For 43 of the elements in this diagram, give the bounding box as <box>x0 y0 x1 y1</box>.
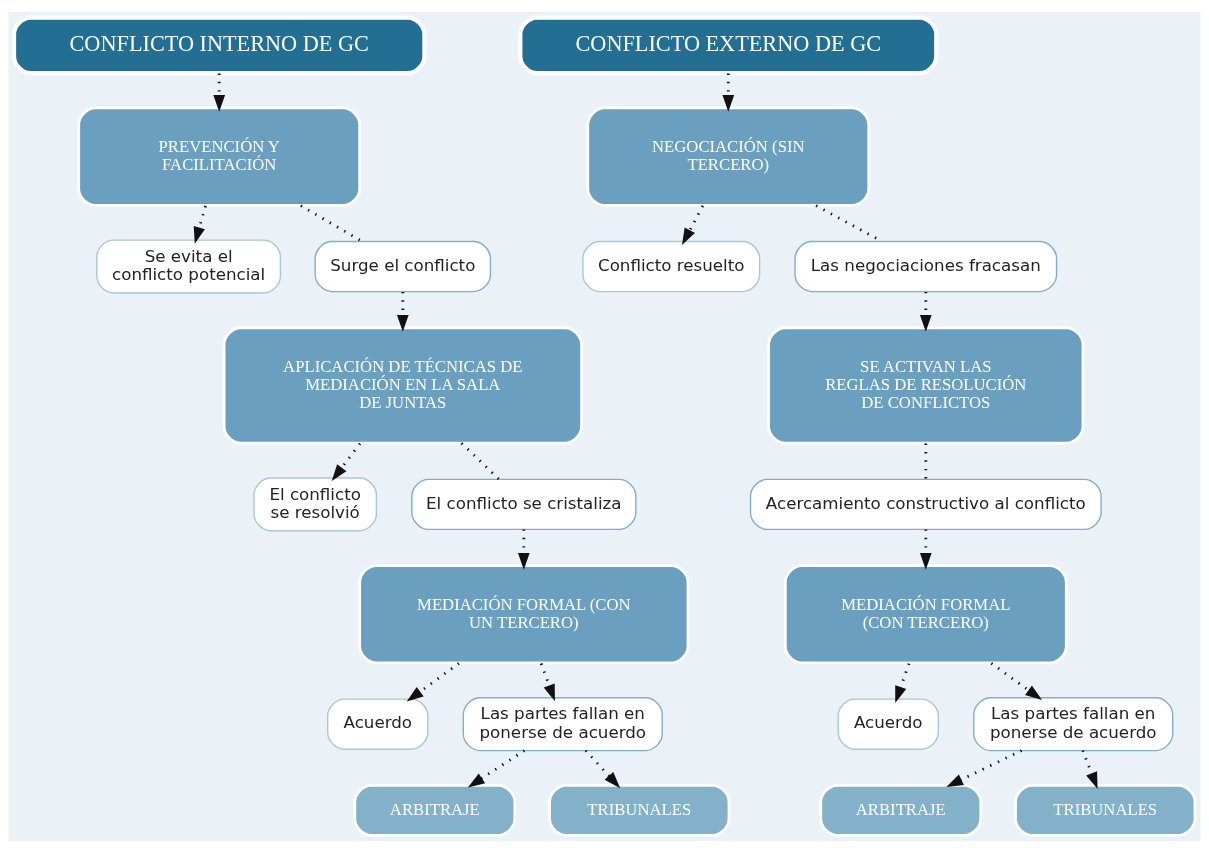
arrow <box>990 661 1043 700</box>
node-box: Las negociaciones fracasan <box>794 240 1058 292</box>
node-box: El conflicto se cristaliza <box>411 478 637 530</box>
node-box: SE ACTIVAN LAS REGLAS DE RESOLUCIÓN DE CONFLICTOS <box>767 325 1085 445</box>
node-box: Las partes fallan en ponerse de acuerdo <box>973 696 1174 751</box>
node-box: PREVENCIÓN Y FACILITACIÓN <box>77 106 362 207</box>
node-box: CONFLICTO INTERNO DE GC <box>11 14 427 75</box>
arrow <box>919 291 932 332</box>
arrow <box>193 205 207 244</box>
node-box: ARBITRAJE <box>819 783 983 837</box>
node-box: NEGOCIACIÓN (SIN TERCERO) <box>586 106 871 207</box>
node-box: MEDIACIÓN FORMAL (CON UN TERCERO) <box>358 563 690 664</box>
node-box: Se evita el conflicto potencial <box>96 238 282 294</box>
node-box: Conflicto resuelto <box>582 240 761 292</box>
node-box: Acuerdo <box>837 697 940 750</box>
arrow <box>406 661 460 702</box>
node-box: ARBITRAJE <box>353 783 517 837</box>
node-box: TRIBUNALES <box>1014 783 1197 837</box>
arrow <box>396 291 409 332</box>
node-box: CONFLICTO EXTERNO DE GC <box>518 14 939 75</box>
node-box: Las partes fallan en ponerse de acuerdo <box>462 696 663 751</box>
arrow <box>467 748 526 787</box>
connector <box>924 443 928 479</box>
arrow <box>539 662 555 701</box>
arrow <box>946 748 1023 787</box>
node-box: Acuerdo <box>327 697 429 750</box>
node-box: El conflicto se resolvió <box>253 476 378 531</box>
node-box: Surge el conflicto <box>314 240 492 292</box>
arrow <box>331 442 362 481</box>
arrow <box>517 529 530 570</box>
node-box: TRIBUNALES <box>548 783 731 837</box>
arrow <box>1081 749 1098 789</box>
node-box: APLICACIÓN DE TÉCNICAS DE MEDIACIÓN EN LA SALA DE JUNTAS <box>222 325 583 445</box>
connector <box>300 203 363 243</box>
arrow <box>584 749 621 788</box>
arrow <box>722 73 735 112</box>
node-box: MEDIACIÓN FORMAL (CON TERCERO) <box>783 563 1068 664</box>
arrow <box>682 204 704 245</box>
node-box: Acercamiento constructivo al conflicto <box>749 478 1102 530</box>
arrow <box>213 73 226 112</box>
connector <box>460 441 501 480</box>
arrow <box>919 529 932 570</box>
arrow <box>895 662 911 703</box>
